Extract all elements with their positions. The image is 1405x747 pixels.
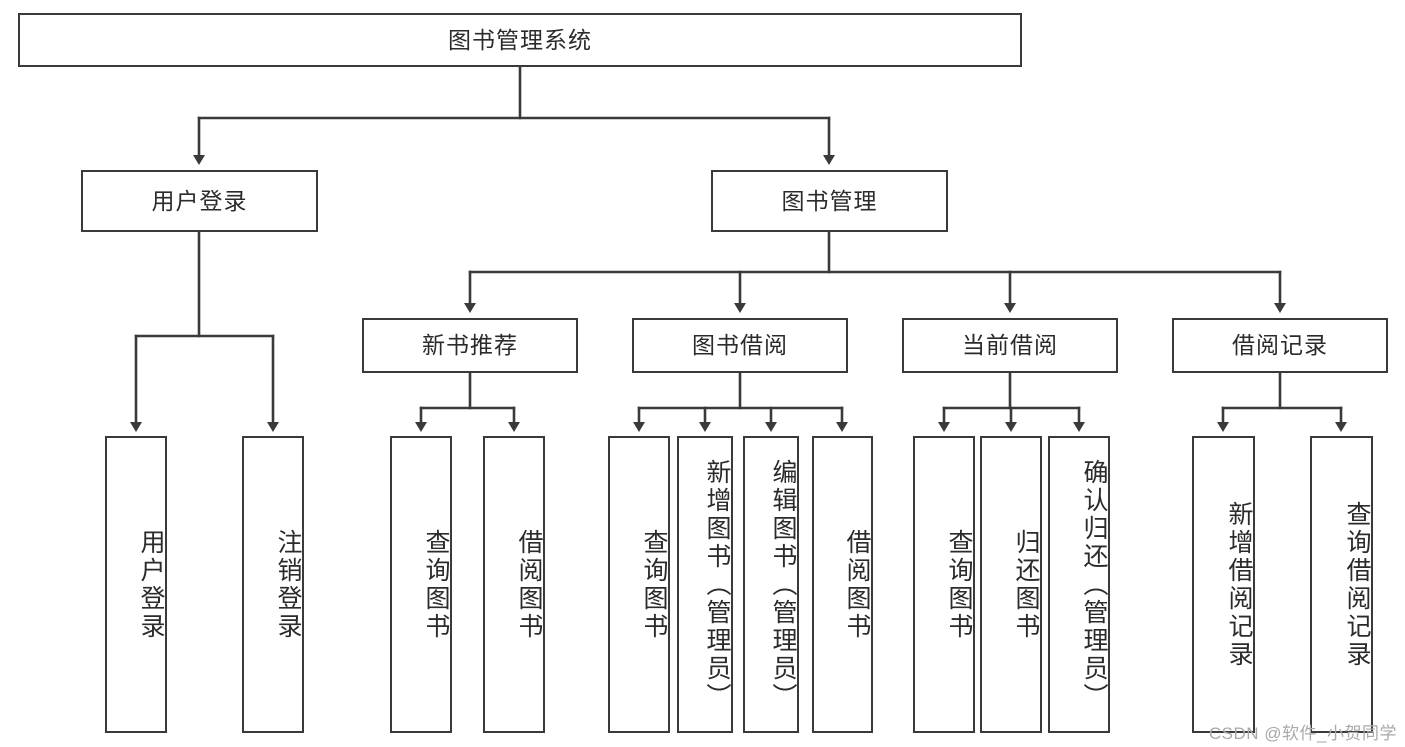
leaf-query-book-3-label: 查询图书 — [945, 528, 973, 641]
node-current-borrow[interactable]: 当前借阅 — [902, 318, 1118, 373]
node-new-book-recommend[interactable]: 新书推荐 — [362, 318, 578, 373]
node-user-login[interactable]: 用户登录 — [81, 170, 318, 232]
node-book-manage-label: 图书管理 — [781, 187, 878, 214]
leaf-add-record-label: 新增借阅记录 — [1225, 500, 1253, 669]
node-borrow-record-label: 借阅记录 — [1232, 332, 1328, 359]
node-book-borrow[interactable]: 图书借阅 — [632, 318, 848, 373]
leaf-add-book-label: 新增图书（管理员） — [703, 458, 731, 711]
node-current-borrow-label: 当前借阅 — [962, 332, 1058, 359]
leaf-query-record[interactable]: 查询借阅记录 — [1310, 436, 1373, 733]
leaf-confirm-return-label: 确认归还（管理员） — [1080, 458, 1108, 711]
leaf-return-book-label: 归还图书 — [1012, 528, 1040, 641]
leaf-borrow-book-1[interactable]: 借阅图书 — [483, 436, 545, 733]
leaf-confirm-return[interactable]: 确认归还（管理员） — [1048, 436, 1110, 733]
node-root[interactable]: 图书管理系统 — [18, 13, 1022, 67]
node-new-book-recommend-label: 新书推荐 — [422, 332, 518, 359]
leaf-query-book-2-label: 查询图书 — [640, 528, 668, 641]
leaf-query-book-2[interactable]: 查询图书 — [608, 436, 670, 733]
leaf-add-record[interactable]: 新增借阅记录 — [1192, 436, 1255, 733]
leaf-borrow-book-2-label: 借阅图书 — [843, 528, 871, 641]
leaf-user-login[interactable]: 用户登录 — [105, 436, 167, 733]
leaf-borrow-book-1-label: 借阅图书 — [515, 528, 543, 641]
node-user-login-label: 用户登录 — [151, 187, 248, 214]
leaf-user-login-label: 用户登录 — [137, 528, 165, 641]
leaf-borrow-book-2[interactable]: 借阅图书 — [812, 436, 873, 733]
leaf-logout-login[interactable]: 注销登录 — [242, 436, 304, 733]
csdn-watermark: CSDN @软件_小贺同学 — [1208, 724, 1397, 743]
node-borrow-record[interactable]: 借阅记录 — [1172, 318, 1388, 373]
leaf-query-book-3[interactable]: 查询图书 — [913, 436, 975, 733]
leaf-edit-book-label: 编辑图书（管理员） — [769, 458, 797, 711]
leaf-query-book-1-label: 查询图书 — [422, 528, 450, 641]
leaf-return-book[interactable]: 归还图书 — [980, 436, 1042, 733]
leaf-query-book-1[interactable]: 查询图书 — [390, 436, 452, 733]
node-root-label: 图书管理系统 — [448, 26, 592, 53]
leaf-query-record-label: 查询借阅记录 — [1343, 500, 1371, 669]
leaf-logout-login-label: 注销登录 — [274, 528, 302, 641]
node-book-manage[interactable]: 图书管理 — [711, 170, 948, 232]
leaf-add-book[interactable]: 新增图书（管理员） — [677, 436, 733, 733]
leaf-edit-book[interactable]: 编辑图书（管理员） — [743, 436, 799, 733]
node-book-borrow-label: 图书借阅 — [692, 332, 788, 359]
